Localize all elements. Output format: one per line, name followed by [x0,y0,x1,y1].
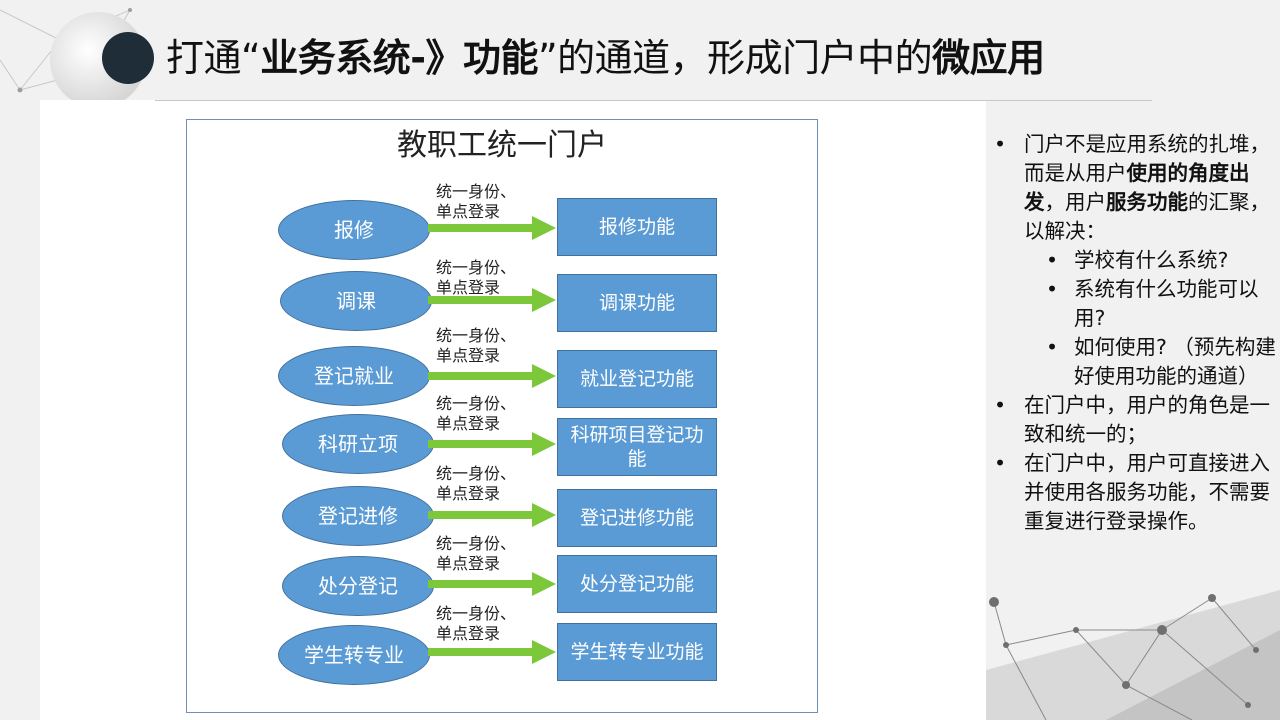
sso-label: 统一身份、单点登录 [436,534,517,573]
business-ellipse: 报修 [278,200,430,260]
arrow-icon [428,432,556,456]
arrow-icon [428,572,556,596]
function-box: 科研项目登记功能 [557,418,717,476]
sso-label: 统一身份、单点登录 [436,464,517,503]
arrow-icon [428,216,556,240]
business-ellipse: 科研立项 [282,414,434,474]
arrow-icon [428,288,556,312]
title-decoration [50,12,154,100]
title-divider [155,100,1152,101]
function-box: 报修功能 [557,198,717,256]
bullet-item: 在门户中，用户的角色是一致和统一的； [994,391,1276,449]
function-box: 学生转专业功能 [557,623,717,681]
arrow-icon [428,503,556,527]
function-box: 处分登记功能 [557,555,717,613]
bullet-item: 门户不是应用系统的扎堆，而是从用户使用的角度出发，用户服务功能的汇聚，以解决： [994,130,1276,246]
sub-bullet-item: 如何使用? （预先构建好使用功能的通道） [994,333,1276,391]
function-box: 登记进修功能 [557,489,717,547]
page-title: 打通“业务系统-》功能”的通道，形成门户中的微应用 [166,36,1045,80]
sso-label: 统一身份、单点登录 [436,326,517,365]
sso-label: 统一身份、单点登录 [436,394,517,433]
bullet-list: 门户不是应用系统的扎堆，而是从用户使用的角度出发，用户服务功能的汇聚，以解决： … [994,130,1276,536]
bullet-item: 在门户中，用户可直接进入并使用各服务功能，不需要重复进行登录操作。 [994,449,1276,536]
sso-label: 统一身份、单点登录 [436,604,517,643]
business-ellipse: 调课 [280,271,432,331]
business-ellipse: 登记进修 [282,486,434,546]
business-ellipse: 学生转专业 [278,625,430,685]
business-ellipse: 登记就业 [278,346,430,406]
sub-bullet-item: 学校有什么系统? [994,246,1276,275]
arrow-icon [428,364,556,388]
network-decoration [986,590,1280,720]
sso-label: 统一身份、单点登录 [436,182,517,221]
sso-label: 统一身份、单点登录 [436,258,517,297]
arrow-icon [428,640,556,664]
function-box: 就业登记功能 [557,350,717,408]
sub-bullet-item: 系统有什么功能可以用? [994,275,1276,333]
function-box: 调课功能 [557,274,717,332]
portal-title: 教职工统一门户 [397,128,607,163]
business-ellipse: 处分登记 [282,556,434,616]
